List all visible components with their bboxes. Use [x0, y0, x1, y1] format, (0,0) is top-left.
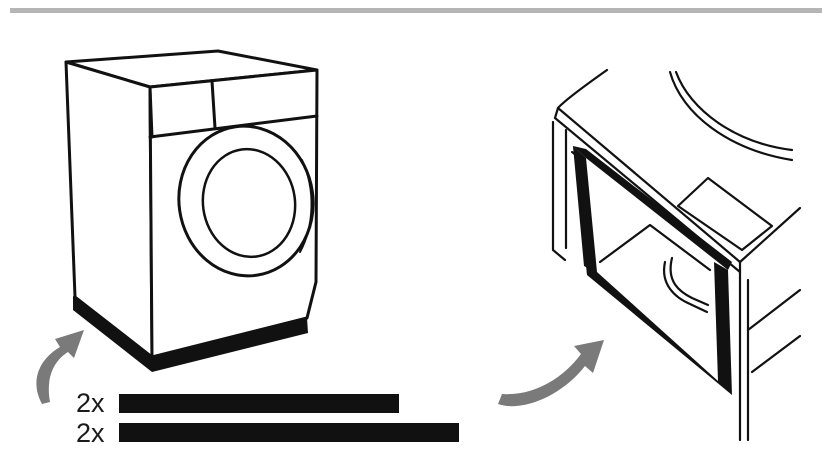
frame-thick-black-left: [573, 146, 596, 272]
base-strip-front: [152, 318, 308, 372]
adhesive-strip-short: [119, 394, 399, 413]
frame-thick-black-top: [573, 146, 732, 270]
curved-arrow-icon: [36, 330, 84, 404]
quantity-label-1: 2x: [76, 388, 105, 418]
machine-underside-closeup-icon: [551, 68, 802, 442]
quantity-label-2: 2x: [76, 418, 105, 448]
base-strip-left: [73, 296, 152, 372]
adhesive-strip-long: [119, 423, 459, 442]
washing-machine-icon: [64, 49, 319, 359]
curved-arrow-icon: [498, 340, 604, 407]
header-rule: [10, 8, 822, 13]
